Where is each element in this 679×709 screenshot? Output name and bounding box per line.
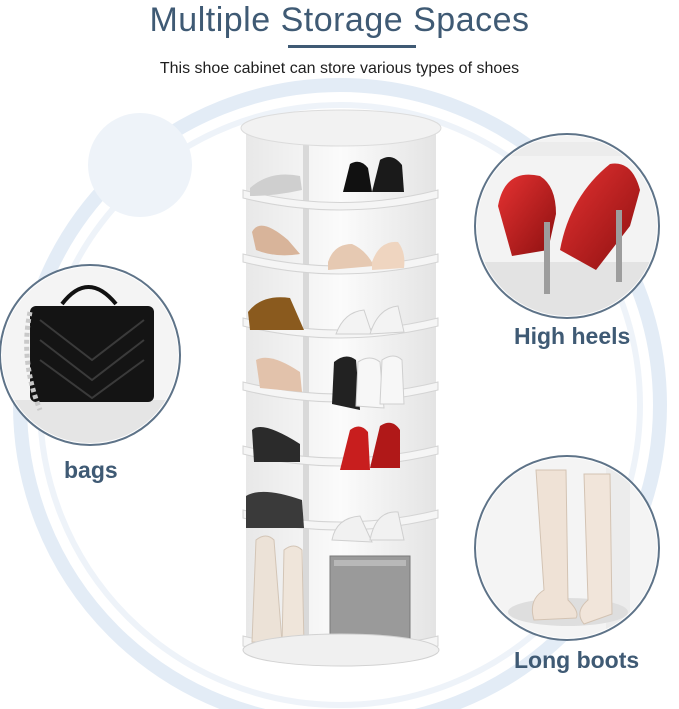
white-sandal-1	[335, 309, 373, 335]
red-heel-cab-2	[370, 422, 400, 468]
heel-spike-right	[616, 210, 622, 282]
white-sandal-2	[369, 305, 405, 335]
cabinet-divider	[303, 132, 309, 648]
heels-callout-image	[474, 133, 660, 319]
long-boot-left	[531, 469, 578, 621]
storage-box-lid	[334, 560, 406, 566]
red-heel-left	[498, 174, 556, 256]
cabinet-base	[242, 633, 440, 667]
white-boot-2	[379, 355, 405, 405]
beige-sneaker-2	[372, 241, 405, 270]
cabinet-top	[240, 109, 442, 147]
white-boot-1	[355, 357, 385, 409]
page-title: Multiple Storage Spaces	[149, 1, 530, 39]
black-loafers	[246, 491, 304, 528]
beige-sneaker-1	[328, 244, 374, 270]
high-heels-label: High heels	[514, 323, 631, 349]
red-heel-right	[560, 163, 640, 270]
long-boots-label: Long boots	[514, 647, 640, 673]
black-sneaker	[252, 427, 300, 462]
white-sneaker-2	[369, 511, 405, 541]
bag-quilting	[39, 319, 145, 400]
boots-callout-image	[474, 455, 660, 641]
black-boot-short	[332, 356, 360, 410]
sneaker-gray	[250, 174, 302, 196]
red-heel-cab-1	[340, 426, 370, 470]
bag-handle	[60, 285, 118, 306]
long-boot-right	[579, 473, 613, 625]
page-subtitle: This shoe cabinet can store various type…	[159, 60, 520, 77]
long-boot-cab-1	[251, 535, 283, 643]
black-heel-2	[372, 156, 404, 192]
title-underline	[288, 45, 416, 48]
bag-chain	[24, 311, 43, 411]
white-sneaker-1	[331, 515, 373, 543]
bags-label: bags	[64, 457, 118, 483]
long-boot-cab-2	[281, 545, 305, 647]
heel-spike-left	[544, 222, 550, 294]
bag-body	[30, 306, 154, 402]
brown-shoe	[248, 297, 304, 330]
black-heel-1	[343, 161, 372, 192]
shoe-cabinet-illustration	[240, 109, 442, 667]
nude-heel	[252, 225, 300, 256]
beige-heel	[256, 357, 302, 392]
